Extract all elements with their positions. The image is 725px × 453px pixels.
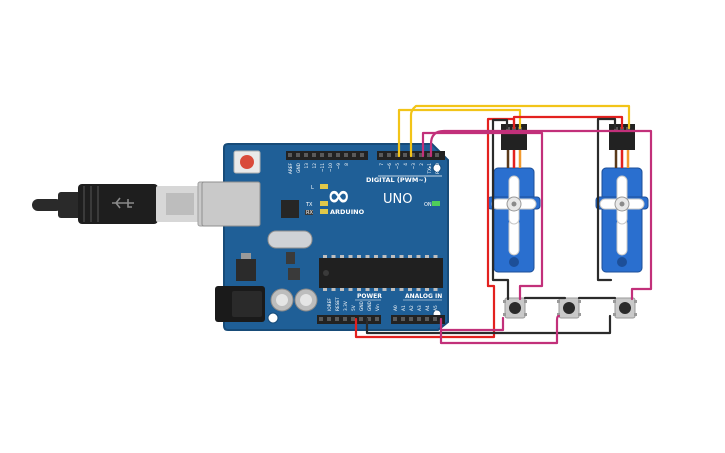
digital-pin-label-2: 13 <box>304 163 310 169</box>
crystal-oscillator <box>267 230 313 249</box>
led-label-l: L <box>311 185 314 191</box>
capacitor <box>270 288 294 312</box>
pushbutton-icon <box>503 297 527 319</box>
pushbutton-2[interactable] <box>557 297 581 319</box>
digital-pin-label-4: ~11 <box>320 163 326 172</box>
usb-b-port <box>201 181 261 227</box>
pushbutton-icon <box>557 297 581 319</box>
analog-header-label: ANALOG IN <box>405 293 442 300</box>
digital-pin-label-b-0: 7 <box>379 163 385 166</box>
uno-model-text: UNO <box>383 192 412 207</box>
on-led: ON <box>424 201 440 208</box>
arduino-brand-text: ARDUINO <box>330 208 365 216</box>
led-label-rx: RX <box>306 210 313 216</box>
digital-header-label: DIGITAL (PWM~) <box>366 176 427 184</box>
digital-pin-label-b-3: 4 <box>403 163 409 166</box>
analog-pin-label-5: A5 <box>433 305 439 311</box>
arduino-infinity-logo: ∞ <box>327 179 350 212</box>
servo-motor-icon <box>595 167 649 273</box>
digital-pin-label-5: ~10 <box>328 163 334 172</box>
servo-motor-icon <box>487 167 541 273</box>
digital-pin-label-b-5: 2 <box>419 163 425 166</box>
digital-pin-label-6: ~9 <box>336 163 342 170</box>
status-leds: L TX RX <box>305 184 328 216</box>
wire-red-5v[interactable] <box>354 284 496 339</box>
wire-red-servo2[interactable] <box>512 115 624 130</box>
digital-pin-label-0: AREF <box>288 162 294 174</box>
power-pin-label-3: 5V <box>351 305 357 311</box>
digital-pin-label-b-1: ~6 <box>387 163 393 170</box>
voltage-regulator <box>236 259 256 281</box>
analog-pin-label-2: A2 <box>409 305 415 311</box>
digital-pin-label-b-6: TX▸1 <box>427 163 433 175</box>
pushbutton-3[interactable] <box>613 297 637 319</box>
wire-magenta-pin2-servo[interactable] <box>421 131 544 301</box>
wire-magenta-a5-button3[interactable] <box>439 314 561 345</box>
wire-yellow-pin3-servo2[interactable] <box>409 104 631 158</box>
analog-pin-label-3: A3 <box>417 305 423 311</box>
digital-pin-label-1: GND <box>296 162 302 173</box>
digital-pin-label-b-4: ~3 <box>411 163 417 170</box>
atmega-chip <box>319 255 443 291</box>
power-header[interactable] <box>317 315 381 324</box>
power-pin-label-1: RESET <box>335 297 341 311</box>
wire-magenta-a5-button1[interactable] <box>439 316 505 332</box>
analog-pin-label-1: A1 <box>401 305 407 311</box>
servo-motor-1[interactable] <box>487 124 541 273</box>
power-jack <box>215 286 265 322</box>
wire-magenta-pin-servo2[interactable] <box>429 129 653 301</box>
reset-button[interactable] <box>233 150 261 174</box>
usb-chip <box>281 200 299 218</box>
analog-pin-label-4: A4 <box>425 305 431 311</box>
digital-pin-label-b-7: RX◂0 <box>435 163 441 174</box>
capacitor <box>294 288 318 312</box>
wire-black-servo2-gnd[interactable] <box>596 117 617 282</box>
on-led-label: ON <box>424 202 432 208</box>
analog-pin-label-0: A0 <box>393 305 399 311</box>
led-label-tx: TX <box>305 202 313 208</box>
wire-black-gnd-buttons[interactable] <box>365 314 612 335</box>
pushbutton-icon <box>613 297 637 319</box>
pushbutton-1[interactable] <box>503 297 527 319</box>
wire-black-servo1-gnd[interactable] <box>491 118 510 301</box>
wire-yellow-pin5-servo1[interactable] <box>397 108 522 158</box>
servo-motor-2[interactable] <box>595 124 649 273</box>
digital-pin-label-3: 12 <box>312 163 318 169</box>
power-pin-label-5: GND <box>367 300 373 311</box>
arduino-logo: ∞ ARDUINO UNO <box>327 179 412 216</box>
digital-pin-label-7: 8 <box>344 163 350 166</box>
power-pin-label-2: 3.3V <box>343 301 349 311</box>
analog-header[interactable] <box>391 315 445 324</box>
power-pin-label-6: Vin <box>375 304 381 311</box>
digital-pin-label-b-2: ~5 <box>395 163 401 170</box>
digital-header[interactable] <box>286 151 445 160</box>
power-header-label: POWER <box>357 293 382 300</box>
power-pin-label-4: GND <box>359 300 365 311</box>
power-pin-label-0: IOREF <box>327 298 333 311</box>
